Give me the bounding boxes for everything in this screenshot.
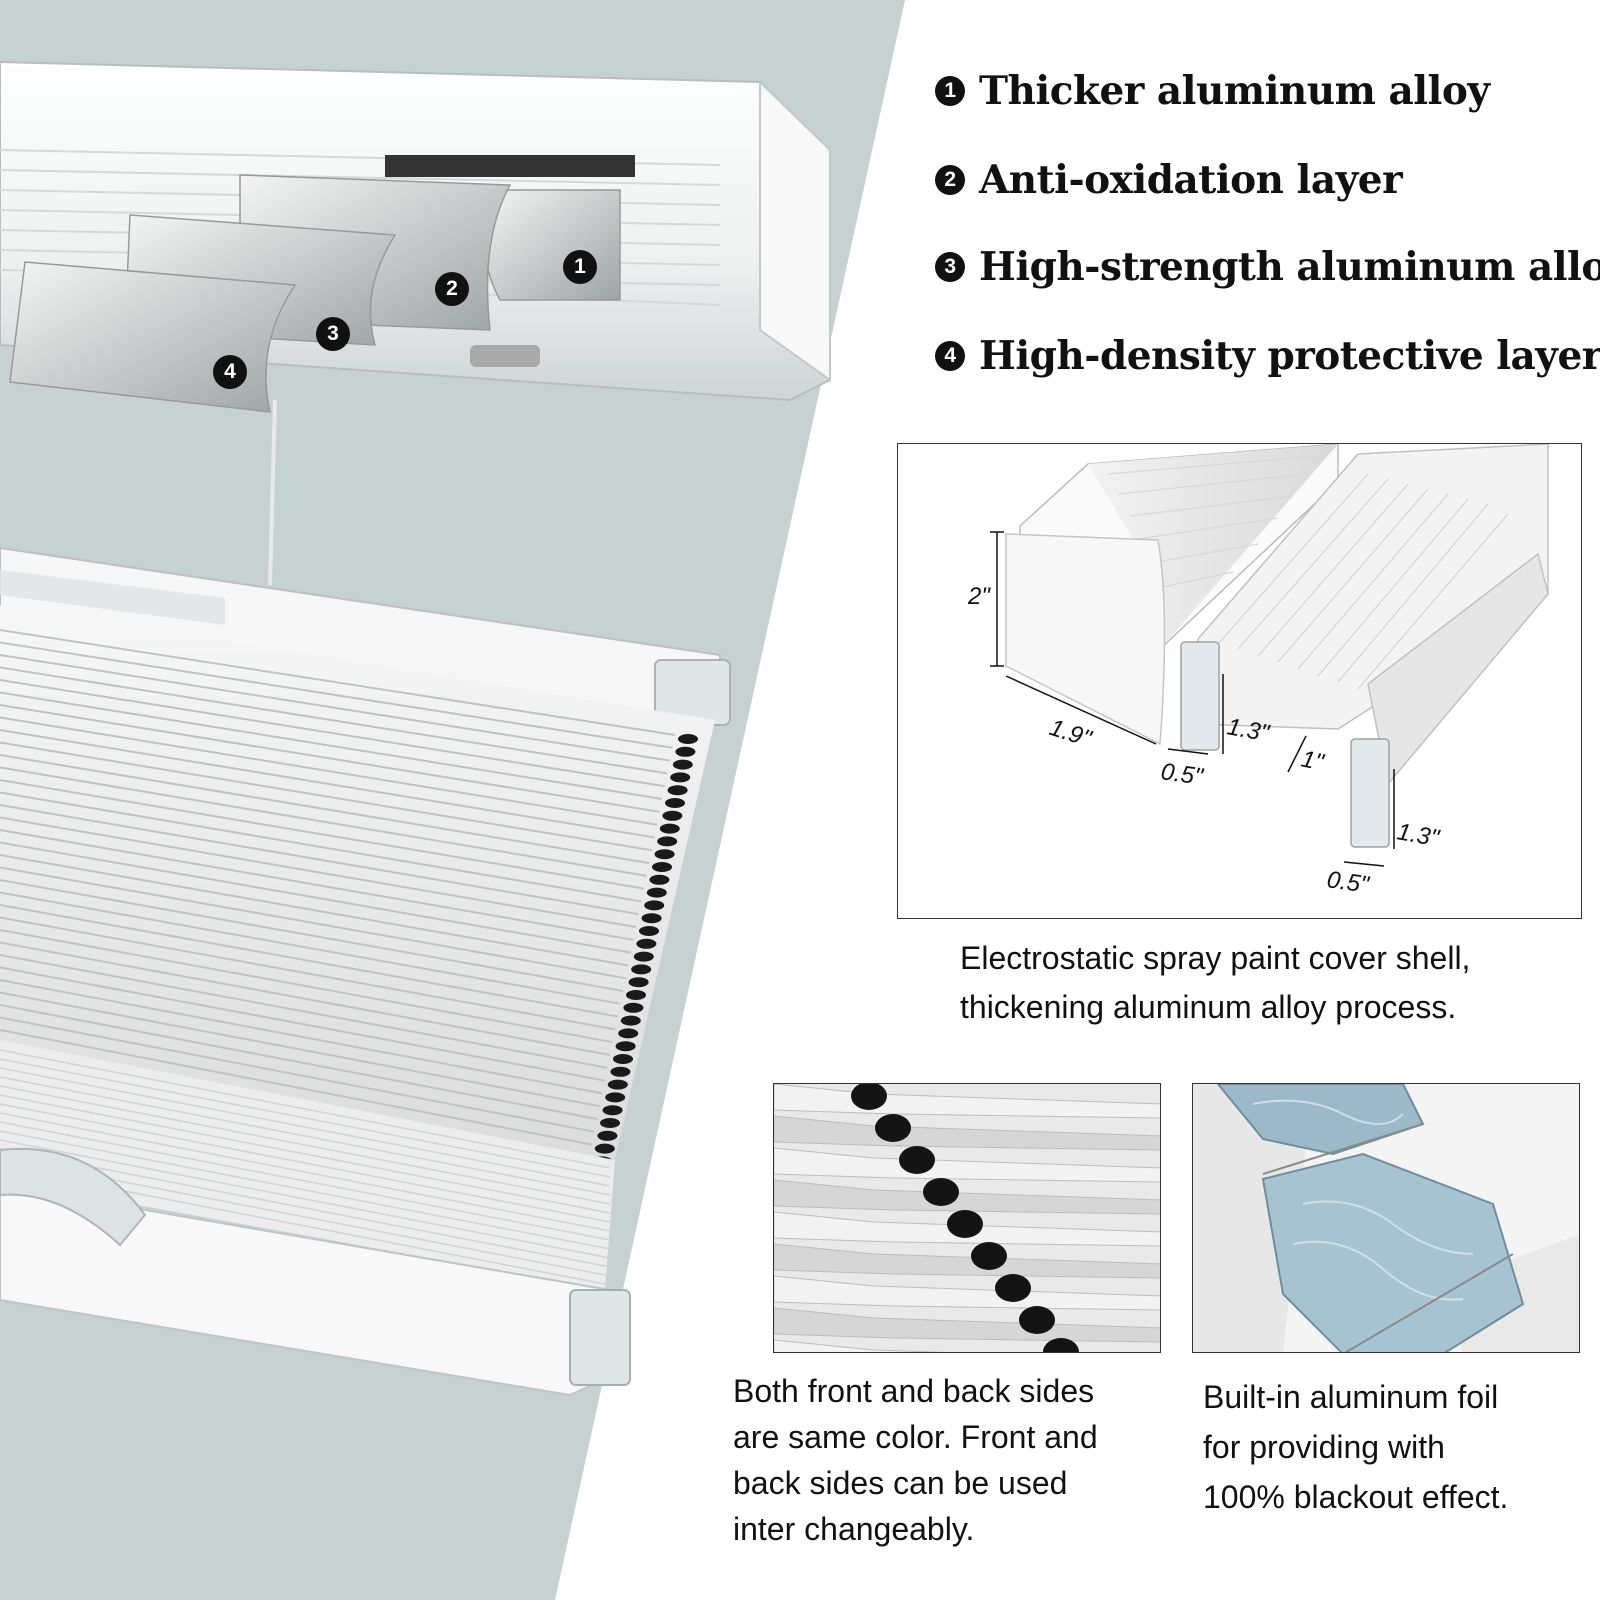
cells-caption: Both front and back sides are same color… [733, 1368, 1098, 1552]
feature-item-4: 4 High-density protective layer [935, 333, 1600, 379]
feature-item-1: 1 Thicker aluminum alloy [935, 68, 1490, 114]
feature-item-2: 2 Anti-oxidation layer [935, 157, 1403, 203]
feature-number-1: 1 [935, 76, 965, 106]
feature-number-4: 4 [935, 341, 965, 371]
honeycomb-shade [0, 605, 715, 1290]
lift-cord [268, 399, 277, 586]
foil-caption-line-1: Built-in aluminum foil [1203, 1379, 1499, 1415]
dim-inner-gap: 1" [1299, 745, 1327, 776]
dim-clip-height-b: 1.3" [1395, 818, 1442, 852]
foil-caption-line-3: 100% blackout effect. [1203, 1479, 1509, 1515]
headrail-dimensions-box: 2" 1.9" 0.5" 1.3" 1" 1.3" 0.5" [897, 443, 1582, 919]
cells-closeup-box [773, 1083, 1161, 1353]
dim-clip-width-a: 0.5" [1159, 758, 1206, 791]
feature-text-2: Anti-oxidation layer [979, 157, 1403, 203]
layer-marker-3: 3 [316, 317, 350, 351]
dim-clip-width-b: 0.5" [1325, 866, 1372, 899]
cells-caption-line-3: back sides can be used [733, 1465, 1068, 1501]
dim-height: 2" [967, 583, 991, 610]
cells-caption-line-4: inter changeably. [733, 1511, 975, 1547]
honeycomb-closeup-image [774, 1084, 1160, 1352]
feature-text-4: High-density protective layer [979, 333, 1600, 379]
feature-number-3: 3 [935, 252, 965, 282]
foil-caption: Built-in aluminum foil for providing wit… [1203, 1372, 1508, 1522]
foil-closeup-box [1192, 1083, 1580, 1353]
cells-caption-line-2: are same color. Front and [733, 1419, 1098, 1455]
feature-number-2: 2 [935, 165, 965, 195]
feature-item-3: 3 High-strength aluminum alloy [935, 244, 1600, 290]
foil-caption-line-2: for providing with [1203, 1429, 1445, 1465]
cells-caption-line-1: Both front and back sides [733, 1373, 1095, 1409]
shade-top-rail [0, 546, 731, 727]
headrail-caption-line-1: Electrostatic spray paint cover shell, [960, 940, 1471, 976]
headrail-caption: Electrostatic spray paint cover shell, t… [960, 934, 1470, 1032]
layer-marker-4: 4 [213, 355, 247, 389]
headrail-dimension-diagram: 2" 1.9" 0.5" 1.3" 1" 1.3" 0.5" [967, 444, 1549, 899]
foil-closeup-image [1193, 1084, 1579, 1352]
headrail-cutaway [0, 60, 831, 413]
headrail-caption-line-2: thickening aluminum alloy process. [960, 989, 1457, 1025]
layer-marker-1: 1 [563, 250, 597, 284]
shade-bottom-rail [0, 1147, 631, 1397]
layer-marker-2: 2 [435, 272, 469, 306]
dim-depth: 1.9" [1046, 714, 1096, 753]
feature-text-1: Thicker aluminum alloy [979, 68, 1490, 114]
feature-text-3: High-strength aluminum alloy [979, 244, 1600, 290]
